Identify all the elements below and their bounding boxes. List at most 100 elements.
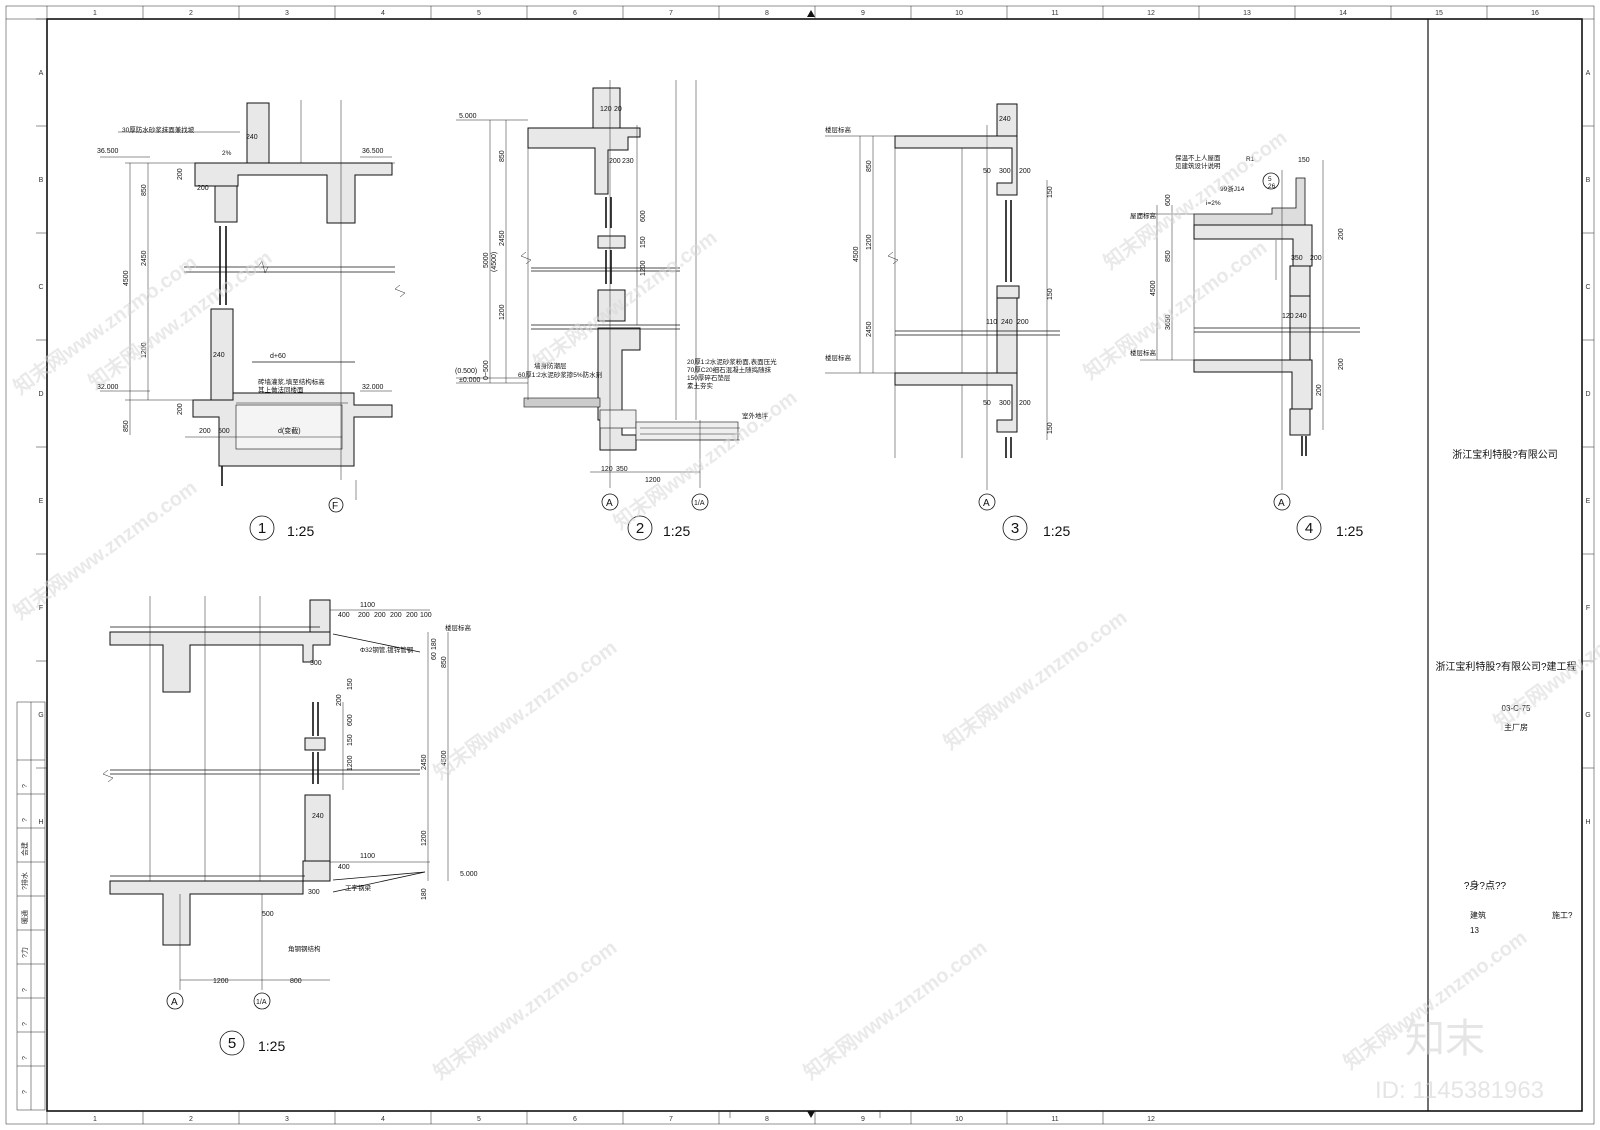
detail-1-level-bottom-right: 32.000 [362,384,384,391]
bottom-grid-label: 3 [285,1116,289,1123]
detail-2-dim: 1200 [499,304,506,320]
detail-4-dim: 3650 [1165,314,1172,330]
detail-5-dim: 200 [374,612,386,619]
detail-5-dim: 1200 [347,755,354,771]
detail-5-note-beam: 工字钢梁 [345,883,372,892]
detail-1-section [100,100,406,541]
detail-4-dim: 850 [1165,250,1172,262]
sign-block [16,701,46,1111]
detail-3-dim: 200 [1019,400,1031,407]
top-grid-label: 3 [285,10,289,17]
top-grid-label: 4 [381,10,385,17]
top-grid-label: 2 [189,10,193,17]
detail-3-dim: 240 [1001,319,1013,326]
detail-5-dim: 2450 [421,754,428,770]
bottom-grid-label: 9 [861,1116,865,1123]
detail-1-dim: 2450 [141,250,148,266]
watermark-logo: 知末 [1405,1017,1485,1061]
detail-5-dim: 4500 [441,750,448,766]
detail-5-dim: 100 [420,612,432,619]
detail-5-dim: 200 [358,612,370,619]
top-grid-label: 12 [1147,10,1155,17]
detail-3-dim: 50 [983,400,991,407]
detail-5-number: 5 [228,1035,236,1052]
detail-2-labels: 5.000 (0.500) ±0.000 120 20 200 230 600 … [455,106,777,539]
detail-2-dim: 120 [601,466,613,473]
detail-3-dim: 150 [1047,186,1054,198]
left-row-label: A [39,70,44,77]
detail-2-note: 素土夯实 [687,381,714,390]
title-block-drawing-title: ?身?点?? [1464,879,1507,892]
detail-5-dim: 1200 [213,978,229,985]
detail-5-dim: 400 [338,612,350,619]
detail-3-dim: 1200 [866,234,873,250]
detail-4-level-bottom: 楼层标高 [1130,348,1157,357]
bottom-grid-label: 10 [955,1116,963,1123]
left-row-label: H [38,819,43,826]
detail-2-note: 室外地坪 [742,411,769,420]
right-row-label: D [1585,391,1590,398]
detail-5-dim: 60 [431,652,438,660]
left-row-label: D [38,391,43,398]
top-grid-label: 1 [93,10,97,17]
detail-3-dim: 110 [986,319,997,326]
detail-1-dim: 200 [199,428,211,435]
detail-1-dim: 200 [197,185,209,192]
detail-2-dim: 120 [600,106,612,113]
detail-1-note-slope: 2% [222,150,232,157]
detail-4-dim: 600 [1165,194,1172,206]
detail-5-dim: 1100 [360,602,375,609]
detail-5-dim: 200 [336,694,343,706]
detail-2-level-mid: (0.500) [455,368,477,375]
watermark-text: 知末网www.znzmo.com [429,935,621,1084]
detail-2-dim: 1200 [640,260,647,276]
detail-4-axis-label: A [1278,498,1285,509]
detail-1-level-top-left: 36.500 [97,148,119,155]
detail-3-axis-label: A [983,498,990,509]
detail-1-labels: 30厚防水砂浆抹面兼找坡 2% 砖墙灌浆,填至结构标高 其上做法同楼面 36.5… [97,125,384,539]
detail-2-scale: 1:25 [663,523,690,539]
detail-1-note-floor: 其上做法同楼面 [258,385,304,394]
detail-1-formula-top: d+60 [270,353,286,360]
sign-row-label: ? [22,1090,29,1094]
detail-1-dim: 200 [177,168,184,180]
detail-4-note: i=2% [1206,200,1221,207]
detail-4-note: 保温不上人屋面 [1175,153,1221,162]
detail-1-dim: 240 [246,134,258,141]
right-row-label: C [1585,284,1590,291]
top-grid-label: 7 [669,10,673,17]
detail-4-dim: 150 [1298,157,1310,164]
detail-5-dim: 800 [290,978,302,985]
top-grid-label: 8 [765,10,769,17]
right-row-label: F [1586,605,1590,612]
detail-5-dim: 200 [390,612,402,619]
detail-2-dim: 2450 [499,230,506,246]
detail-2-dim: 850 [499,150,506,162]
left-row-label: F [39,605,43,612]
watermark-id: ID: 1145381963 [1375,1077,1544,1104]
detail-2-dim: 600 [640,210,647,222]
detail-2-dim: 1200 [645,477,661,484]
detail-5-note-steel: 角钢钢结构 [288,944,321,953]
bottom-grid-label: 11 [1051,1116,1058,1123]
title-block-building: 主厂房 [1504,722,1528,732]
detail-5-labels: 楼层标高 5.000 1100 400 200 200 200 200 100 … [171,602,478,1054]
bottom-grid-label: 5 [477,1116,481,1123]
right-row-label: H [1585,819,1590,826]
detail-4-dim: 120 [1282,313,1294,320]
title-block-drawing-code: 03-C-75 [1502,704,1531,713]
detail-2-note: 20厚1:2水泥砂浆粉面,表面压光 [687,357,777,366]
top-grid-label: 13 [1243,10,1251,17]
watermark-text: 知末网www.znzmo.com [429,635,621,784]
sign-row-label: ?力 [20,947,29,958]
title-block-sheet-number: 13 [1470,926,1479,935]
detail-4-number: 4 [1305,520,1313,537]
sign-row-label: ? [22,988,29,992]
detail-5-dim: 300 [310,660,322,667]
bottom-grid-label: 6 [573,1116,577,1123]
detail-5-note-pipe: Φ32钢管,镀锌管钢 [360,645,414,654]
detail-5-dim: 150 [347,734,354,746]
detail-4-dim: 200 [1338,228,1345,240]
detail-3-dim: 150 [1047,422,1054,434]
